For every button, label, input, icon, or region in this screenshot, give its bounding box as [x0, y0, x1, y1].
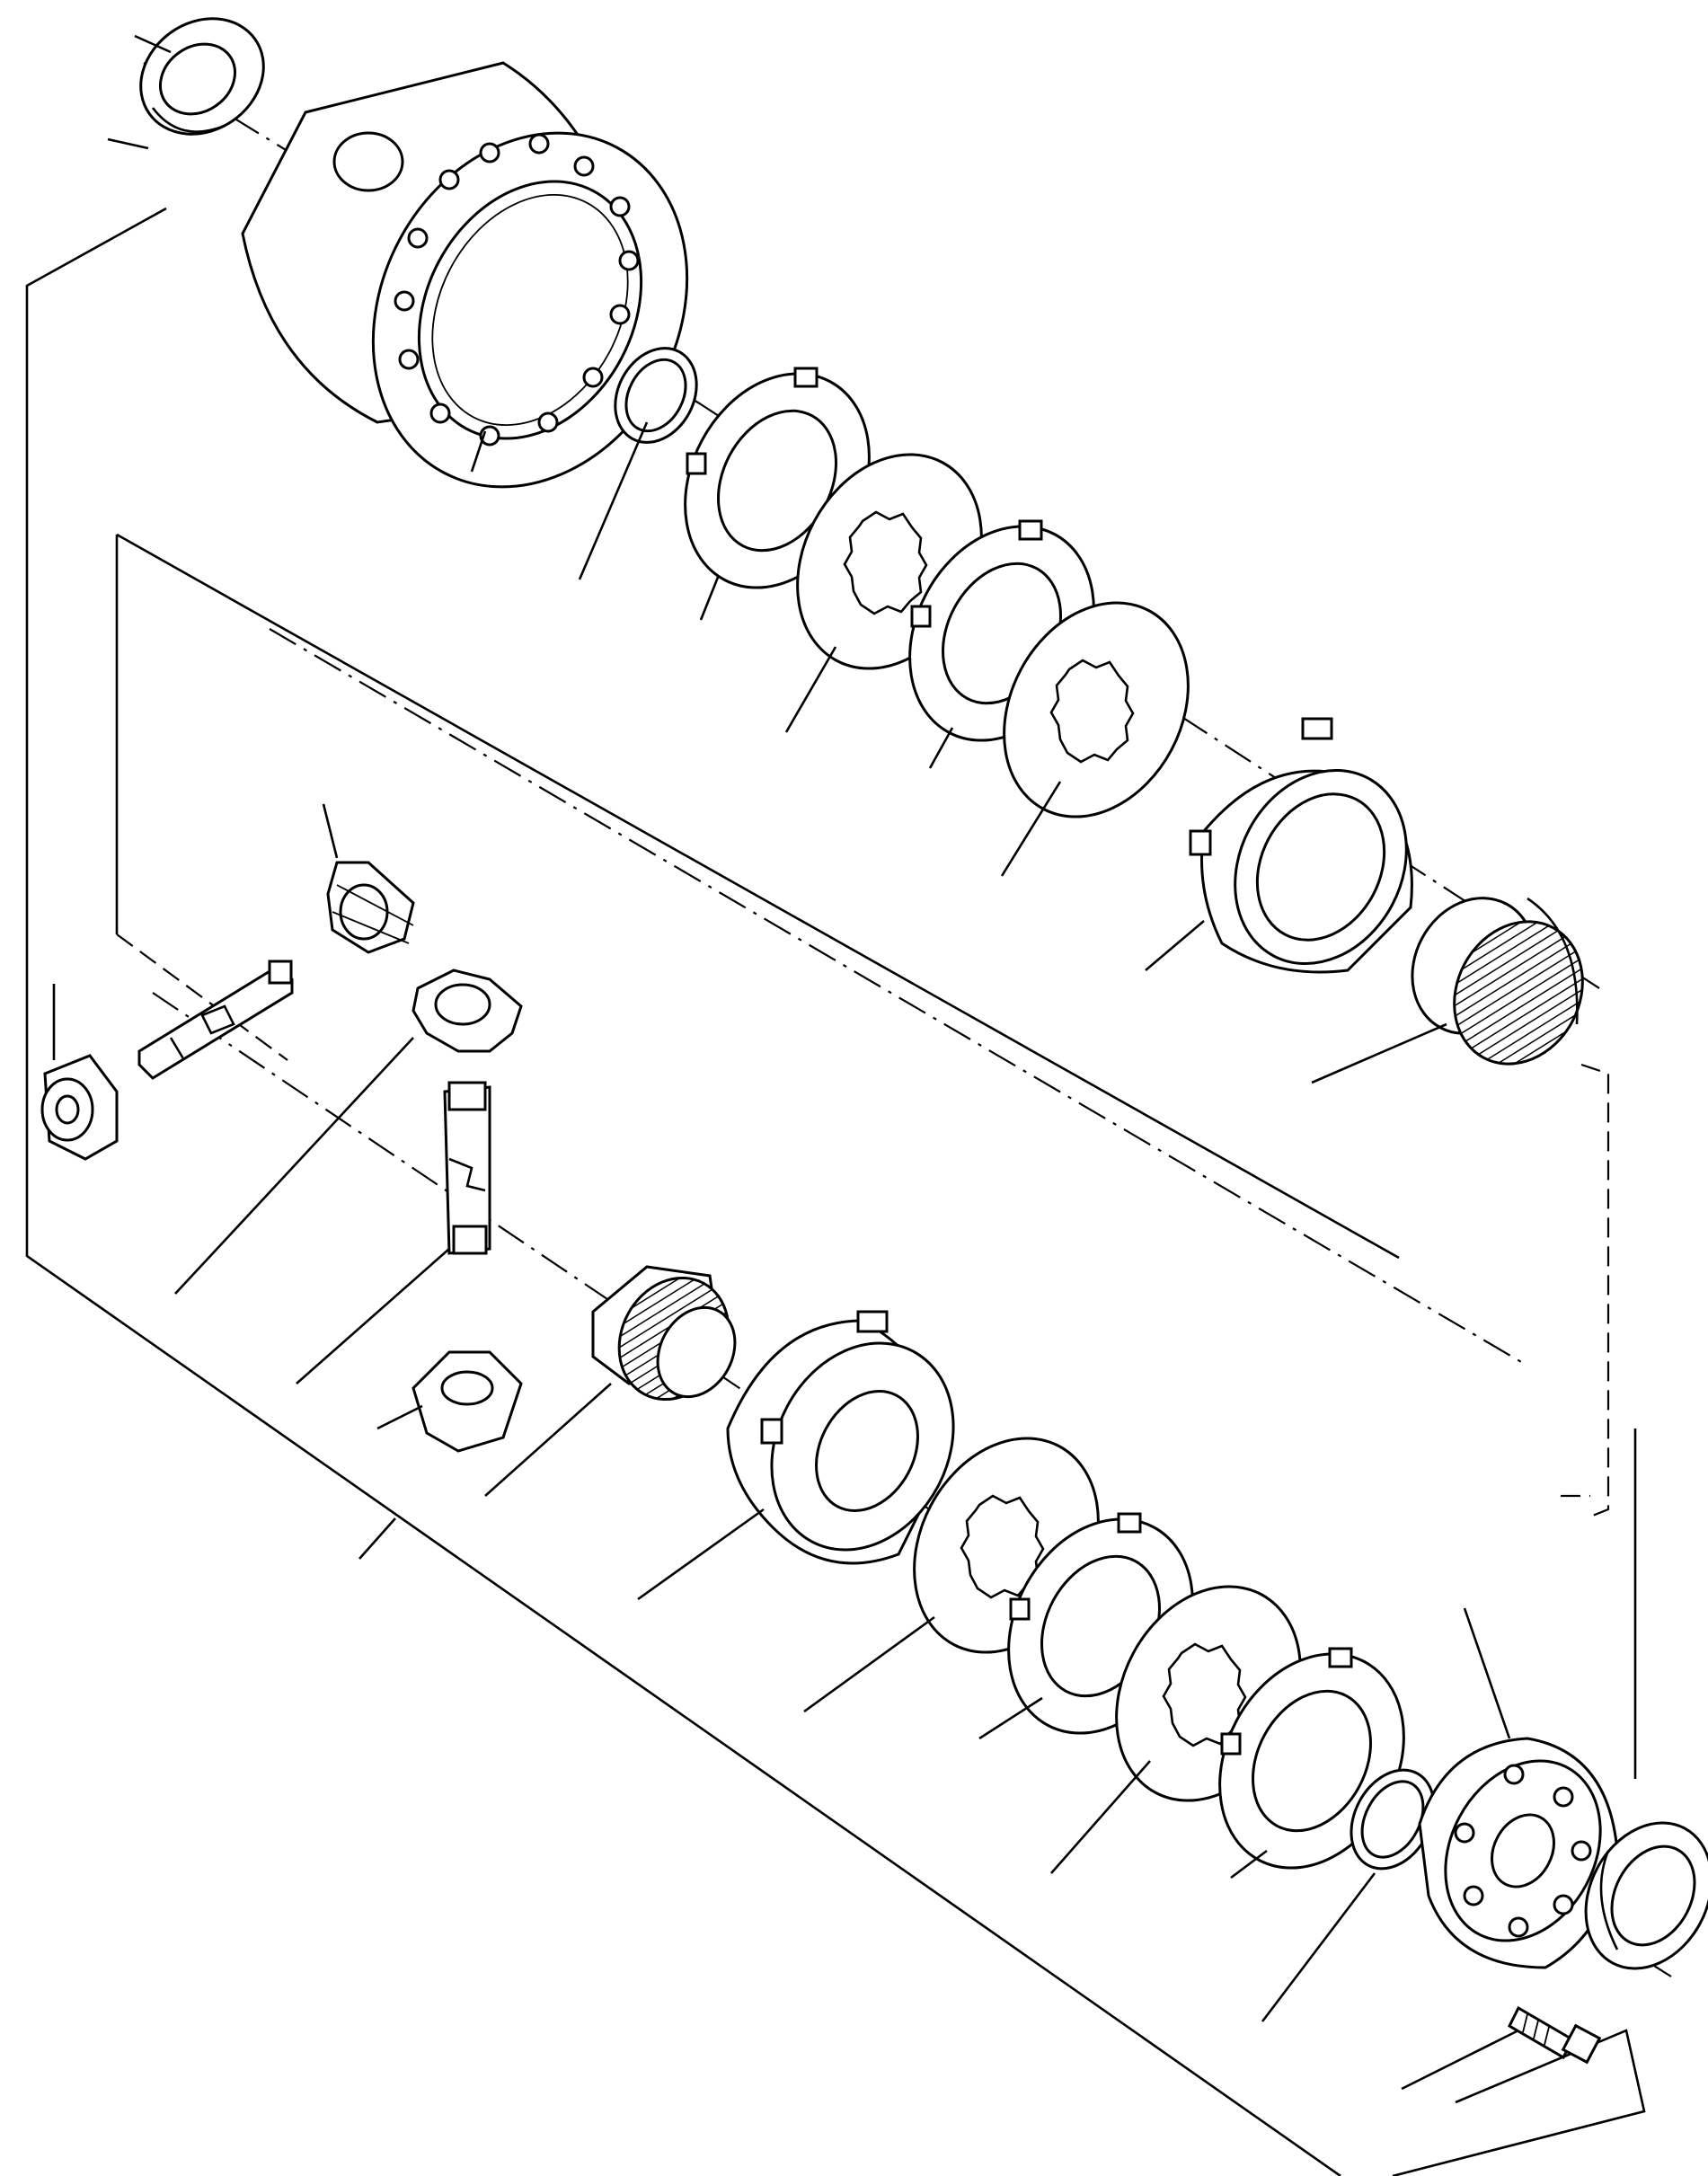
cross-shaft-lower — [443, 1081, 491, 1255]
case-cover — [1418, 1737, 1619, 1969]
case-bolt-holes — [394, 133, 640, 447]
thrust-washer-bottom — [1350, 1768, 1436, 1871]
bearing-cone-top — [139, 17, 265, 136]
side-gear-top — [1411, 897, 1584, 1066]
differential-case — [241, 61, 689, 489]
pinion-gear-upper — [326, 861, 415, 954]
pinion-gear-lower — [412, 1350, 523, 1453]
leader-lines — [52, 34, 1519, 2091]
assembly-bracket-lines — [25, 207, 1646, 2176]
pinion-gear-middle — [412, 969, 523, 1053]
thrust-washer-top — [614, 347, 698, 444]
pinion-gear-left — [40, 1054, 119, 1161]
cross-shaft-upper — [137, 960, 294, 1080]
clutch-disc-inner-2 — [1003, 601, 1190, 818]
pressure-ring-bottom — [726, 1310, 955, 1565]
bolt — [1508, 2005, 1602, 2065]
side-gear-bottom — [591, 1265, 737, 1402]
pressure-ring-top — [1189, 717, 1413, 974]
bearing-cone-bottom — [1584, 1821, 1708, 1970]
